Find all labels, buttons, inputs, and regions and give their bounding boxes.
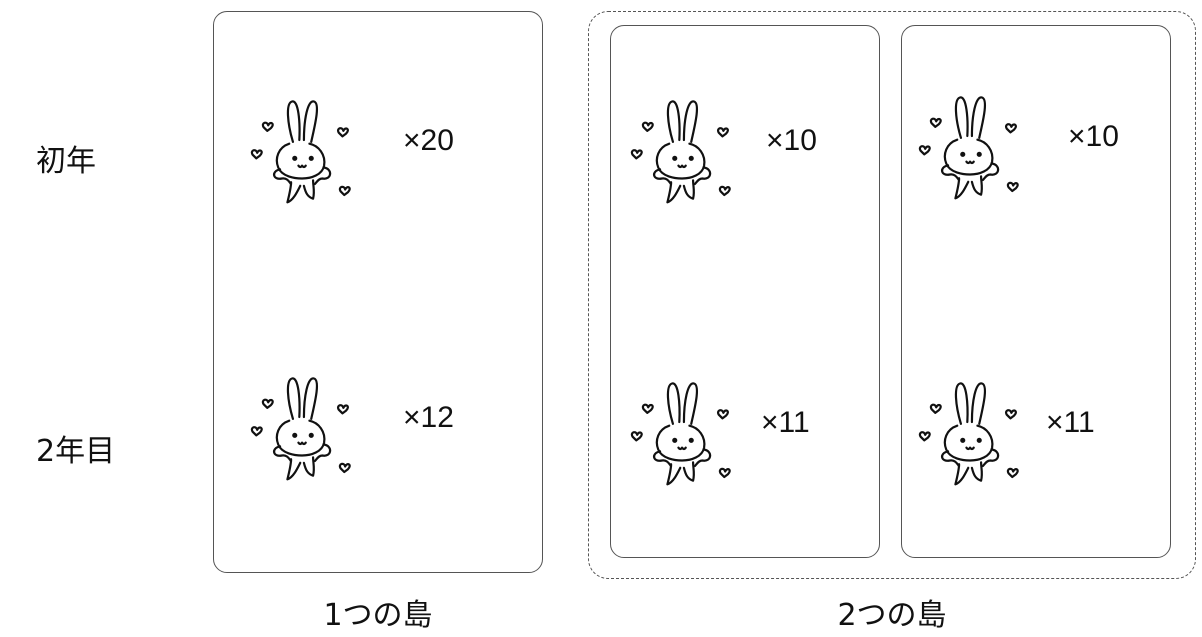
row-label-second-year: 2年目 xyxy=(36,434,116,469)
rabbit-icon xyxy=(250,377,351,481)
count-label: ×10 xyxy=(766,124,817,157)
count-label: ×20 xyxy=(403,124,454,157)
count-label: ×11 xyxy=(1046,406,1095,439)
count-label: ×10 xyxy=(1068,120,1119,153)
single-first-year-cell: ×20 xyxy=(238,96,498,206)
right-first-year-cell: ×10 xyxy=(906,92,1166,202)
rabbit-icon xyxy=(250,100,351,204)
single-island-panel xyxy=(213,11,543,573)
island-left-panel xyxy=(610,25,880,558)
rabbit-icon xyxy=(630,100,731,204)
rabbit-icon xyxy=(918,96,1019,200)
two-islands-group xyxy=(588,11,1196,579)
left-second-year-cell: ×11 xyxy=(618,378,878,488)
island-right-panel xyxy=(901,25,1171,558)
two-islands-caption: 2つの島 xyxy=(837,598,947,633)
rabbit-icon xyxy=(630,382,731,486)
row-label-first-year: 初年 xyxy=(36,144,96,179)
count-label: ×11 xyxy=(761,406,810,439)
single-second-year-cell: ×12 xyxy=(238,373,498,483)
right-second-year-cell: ×11 xyxy=(906,378,1166,488)
rabbit-icon xyxy=(918,382,1019,486)
single-island-caption: 1つの島 xyxy=(323,598,433,633)
left-first-year-cell: ×10 xyxy=(618,96,878,206)
count-label: ×12 xyxy=(403,401,454,434)
